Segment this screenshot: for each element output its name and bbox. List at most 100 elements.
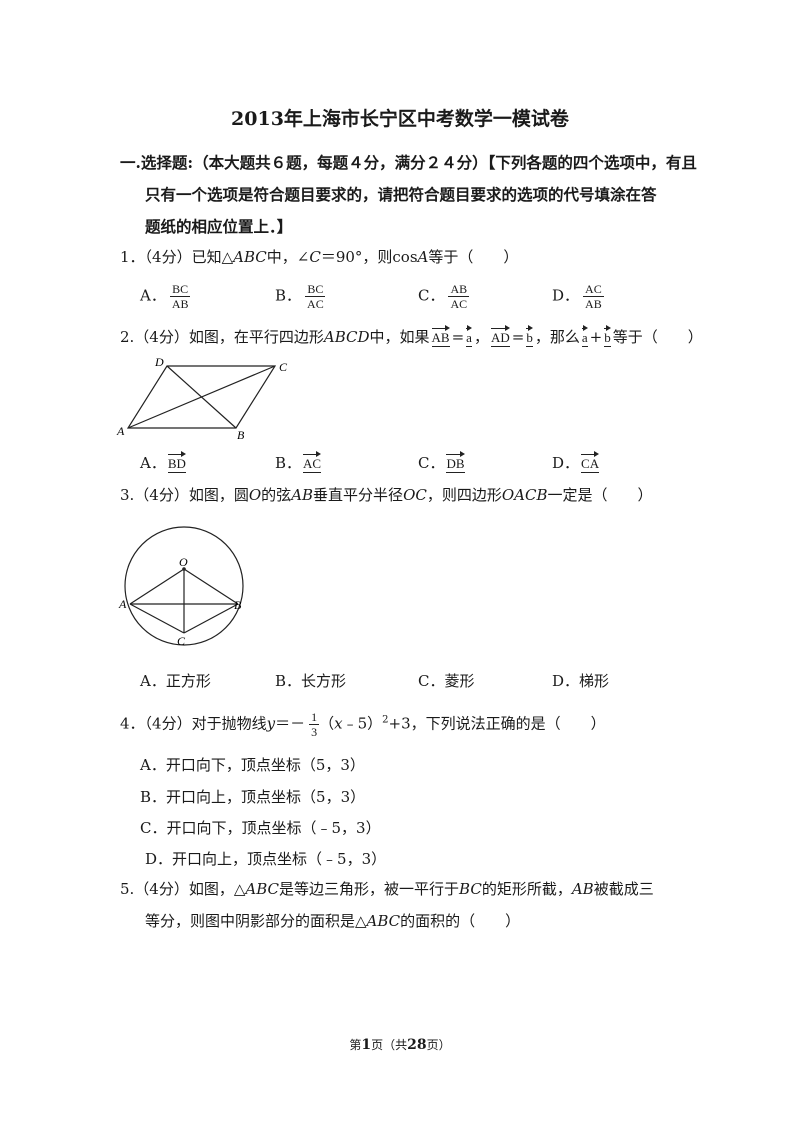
q2-option-a: A．BD <box>140 451 188 473</box>
q1-text-d: 等于（ ） <box>428 248 519 266</box>
q5-text-b: 是等边三角形，被一平行于 <box>279 880 460 898</box>
q4-text-a: 4．（4分）对于抛物线 <box>120 714 267 733</box>
q4-option-b: B．开口向上，顶点坐标（5，3） <box>140 788 366 806</box>
vector-ab: AB <box>431 325 450 347</box>
option-letter: B． <box>275 286 302 305</box>
q3-text-b: 的弦 <box>261 486 292 504</box>
equals-sign: = <box>511 328 525 346</box>
segment-ob <box>183 568 239 605</box>
label-a: A <box>116 424 125 438</box>
q2-text-c: ，那么 <box>534 328 580 346</box>
denominator: 3 <box>311 725 318 739</box>
q4-var-y: y <box>266 714 276 733</box>
option-letter: B． <box>275 672 302 690</box>
label-d: D <box>154 355 164 369</box>
diagonal-bd <box>166 365 237 429</box>
q5-text-c: 的矩形所截， <box>481 880 572 898</box>
q2-text-d: 等于（ ） <box>612 328 703 346</box>
q5-text-a: 5.（4分）如图，△ <box>120 880 246 898</box>
section-header-line-3: 题纸的相应位置上．】 <box>145 217 293 236</box>
q4-text-b: +3，下列说法正确的是（ ） <box>388 714 606 733</box>
q4-paren-close: ﹣5） <box>342 714 383 733</box>
q5-var-ab: AB <box>571 880 594 898</box>
numerator: AB <box>448 282 470 297</box>
denominator: AC <box>307 297 324 311</box>
q1-text-c: ＝90°，则cos <box>320 248 418 266</box>
option-letter: D． <box>552 672 580 690</box>
vector-db: DB <box>446 451 465 473</box>
vector-ac: AC <box>303 451 322 473</box>
q2-option-b: B．AC <box>275 451 323 473</box>
vector-b: b <box>526 325 533 347</box>
denominator: AC <box>450 297 468 311</box>
option-letter: C． <box>418 454 445 472</box>
option-letter: A． <box>140 454 166 472</box>
segment-oa <box>129 568 185 605</box>
section-header-line-2: 只有一个选项是符合题目要求的，请把符合题目要求的选项的代号填涂在答 <box>145 185 657 204</box>
option-letter: A． <box>140 286 166 305</box>
q3-var-oacb: OACB <box>501 486 548 504</box>
q2-option-c: C．DB <box>418 451 467 473</box>
numerator: BC <box>305 282 326 297</box>
q2-text-b: 中，如果 <box>369 328 430 346</box>
denominator: AB <box>171 297 189 311</box>
page-number: 1 <box>361 1037 372 1053</box>
question-3-stem: 3.（4分）如图，圆O的弦AB垂直平分半径OC，则四边形OACB一定是（ ） <box>120 484 653 505</box>
question-1-stem: 1．（4分）已知△ABC中，∠C＝90°，则cosA等于（ ） <box>120 246 518 267</box>
vector-ad: AD <box>490 325 510 347</box>
option-text: 正方形 <box>165 672 211 690</box>
plus-sign: + <box>589 328 603 346</box>
footer-text: 页（共 <box>371 1038 408 1052</box>
q2-var-abcd: ABCD <box>323 328 370 346</box>
label-c: C <box>177 634 186 648</box>
q5-var-abc: ABC <box>366 912 401 930</box>
option-letter: A． <box>140 672 166 690</box>
footer-text: 页） <box>426 1038 451 1052</box>
q3-option-c: C．菱形 <box>418 670 475 691</box>
q4-option-c: C．开口向下，顶点坐标（﹣5，3） <box>140 819 381 837</box>
label-b: B <box>234 598 242 612</box>
q4-exponent: 2 <box>382 714 389 726</box>
option-letter: B． <box>275 454 302 472</box>
q4-equals-minus: ＝－ <box>275 714 306 733</box>
option-text: 梯形 <box>579 672 610 690</box>
label-a: A <box>118 597 127 611</box>
q5-text-f: 的面积的（ ） <box>400 912 521 930</box>
numerator: AC <box>583 282 604 297</box>
circle-outline <box>124 526 244 646</box>
page-title: 2013年上海市长宁区中考数学一模试卷 <box>231 108 569 130</box>
vector-bd: BD <box>167 451 186 473</box>
q1-var-a: A <box>417 248 429 266</box>
q3-text-c: 垂直平分半径 <box>313 486 404 504</box>
numerator: BC <box>170 282 191 297</box>
segment-bc <box>183 603 239 634</box>
q4-var-x: x <box>334 714 343 733</box>
option-text: 菱形 <box>444 672 475 690</box>
q3-var-oc: OC <box>403 486 427 504</box>
q5-text-d: 被截成三 <box>593 880 654 898</box>
q2-text-a: 2.（4分）如图，在平行四边形 <box>120 328 324 346</box>
equals-sign: = <box>451 328 465 346</box>
vector-a: a <box>466 325 472 347</box>
q1-var-c: C <box>309 248 321 266</box>
q5-text-e: 等分，则图中阴影部分的面积是△ <box>145 912 367 930</box>
q1-text-b: 中，∠ <box>266 248 310 266</box>
q3-text-d: ，则四边形 <box>426 486 502 504</box>
circle-figure: O A B C <box>118 526 244 648</box>
label-b: B <box>237 428 245 440</box>
q3-var-ab: AB <box>291 486 314 504</box>
option-letter: D． <box>552 454 580 472</box>
parallelogram-figure: D C A B <box>116 355 288 440</box>
q4-option-d: D．开口向上，顶点坐标（﹣5，3） <box>145 850 387 868</box>
denominator: AB <box>585 297 602 311</box>
label-c: C <box>279 360 288 374</box>
